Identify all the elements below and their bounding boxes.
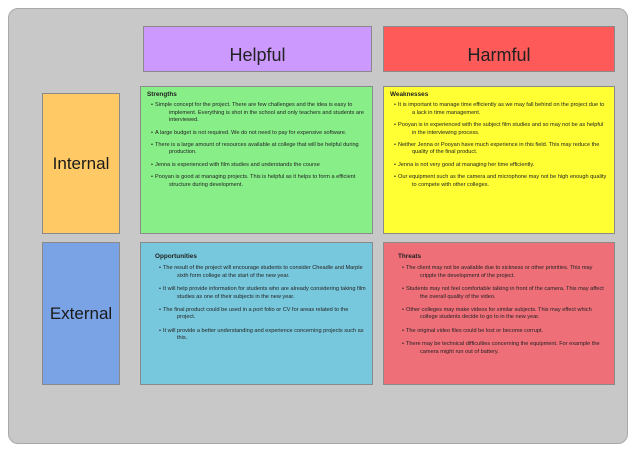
external-row-label: External: [42, 242, 120, 385]
bullet-icon: •: [402, 307, 404, 314]
harmful-header: Harmful: [383, 26, 615, 72]
list-item: •Other colleges may make videos for simi…: [398, 307, 608, 322]
weaknesses-title: Weaknesses: [390, 91, 429, 98]
list-item-text: Simple concept for the project. There ar…: [155, 102, 364, 124]
list-item-text: Other colleges may make videos for simil…: [406, 307, 592, 321]
bullet-icon: •: [151, 174, 153, 181]
bullet-icon: •: [159, 327, 161, 334]
helpful-label: Helpful: [229, 45, 286, 65]
list-item: •The final product could be used in a po…: [155, 307, 366, 322]
list-item-text: The result of the project will encourage…: [163, 265, 363, 279]
bullet-icon: •: [394, 102, 396, 109]
list-item: •The original video files could be lost …: [398, 328, 608, 335]
internal-row-label: Internal: [42, 93, 120, 234]
opportunities-title: Opportunities: [155, 253, 197, 260]
harmful-label: Harmful: [467, 45, 531, 65]
helpful-header: Helpful: [143, 26, 372, 72]
list-item-text: Jenna is experienced with film studies a…: [155, 161, 320, 168]
opportunities-list: •The result of the project will encourag…: [155, 265, 366, 342]
list-item-text: Neither Jenna or Pooyan have much experi…: [398, 142, 600, 156]
list-item: •It is important to manage time efficien…: [390, 102, 608, 117]
bullet-icon: •: [151, 142, 153, 149]
bullet-icon: •: [402, 286, 404, 293]
bullet-icon: •: [402, 327, 404, 334]
list-item-text: The original video files could be lost o…: [406, 327, 544, 334]
list-item: •The result of the project will encourag…: [155, 265, 366, 280]
list-item: •Our equipment such as the camera and mi…: [390, 174, 608, 189]
list-item-text: It will help provide information for stu…: [163, 286, 366, 300]
list-item-text: A large budget is not required. We do no…: [155, 129, 347, 136]
bullet-icon: •: [394, 161, 396, 168]
bullet-icon: •: [159, 265, 161, 272]
external-label: External: [49, 303, 113, 323]
list-item-text: Jenna is not very good at managing her t…: [398, 161, 535, 168]
threats-quadrant: Threats •The client may not be available…: [383, 242, 615, 385]
list-item-text: There may be technical difficulties conc…: [406, 341, 600, 355]
threats-title: Threats: [398, 253, 422, 260]
list-item: •It will help provide information for st…: [155, 286, 366, 301]
list-item: •Pooyan is good at managing projects. Th…: [147, 174, 366, 189]
bullet-icon: •: [159, 286, 161, 293]
list-item-text: It is important to manage time efficient…: [398, 102, 605, 116]
list-item-text: The client may not be available due to s…: [406, 265, 593, 279]
bullet-icon: •: [151, 129, 153, 136]
bullet-icon: •: [394, 142, 396, 149]
list-item-text: Our equipment such as the camera and mic…: [398, 174, 607, 188]
internal-label: Internal: [52, 153, 110, 173]
bullet-icon: •: [402, 341, 404, 348]
list-item-text: Students may not feel comfortable talkin…: [406, 286, 604, 300]
list-item-text: It will provide a better understanding a…: [163, 327, 364, 342]
list-item-text: Pooyan is in experienced with the subjec…: [398, 122, 604, 136]
bullet-icon: •: [402, 265, 404, 272]
list-item-text: Pooyan is good at managing projects. Thi…: [155, 174, 356, 188]
bullet-icon: •: [394, 122, 396, 129]
list-item: •There may be technical difficulties con…: [398, 341, 608, 356]
list-item: •There is a large amount of resources av…: [147, 142, 366, 157]
list-item: •A large budget is not required. We do n…: [147, 130, 366, 137]
list-item: •Neither Jenna or Pooyan have much exper…: [390, 142, 608, 157]
bullet-icon: •: [151, 102, 153, 109]
list-item: •Pooyan is in experienced with the subje…: [390, 122, 608, 137]
bullet-icon: •: [394, 174, 396, 181]
strengths-quadrant: Strengths •Simple concept for the projec…: [140, 86, 373, 234]
list-item: •It will provide a better understanding …: [155, 328, 366, 343]
list-item-text: The final product could be used in a por…: [163, 307, 349, 321]
opportunities-quadrant: Opportunities •The result of the project…: [140, 242, 373, 385]
bullet-icon: •: [151, 161, 153, 168]
list-item-text: There is a large amount of resources ava…: [155, 142, 359, 156]
list-item: •Jenna is experienced with film studies …: [147, 162, 366, 169]
bullet-icon: •: [159, 307, 161, 314]
weaknesses-list: •It is important to manage time efficien…: [390, 102, 608, 189]
list-item: •Simple concept for the project. There a…: [147, 102, 366, 124]
strengths-title: Strengths: [147, 91, 177, 98]
weaknesses-quadrant: Weaknesses •It is important to manage ti…: [383, 86, 615, 234]
strengths-list: •Simple concept for the project. There a…: [147, 102, 366, 189]
list-item: •Jenna is not very good at managing her …: [390, 162, 608, 169]
threats-list: •The client may not be available due to …: [398, 265, 608, 356]
list-item: •The client may not be available due to …: [398, 265, 608, 280]
list-item: •Students may not feel comfortable talki…: [398, 286, 608, 301]
